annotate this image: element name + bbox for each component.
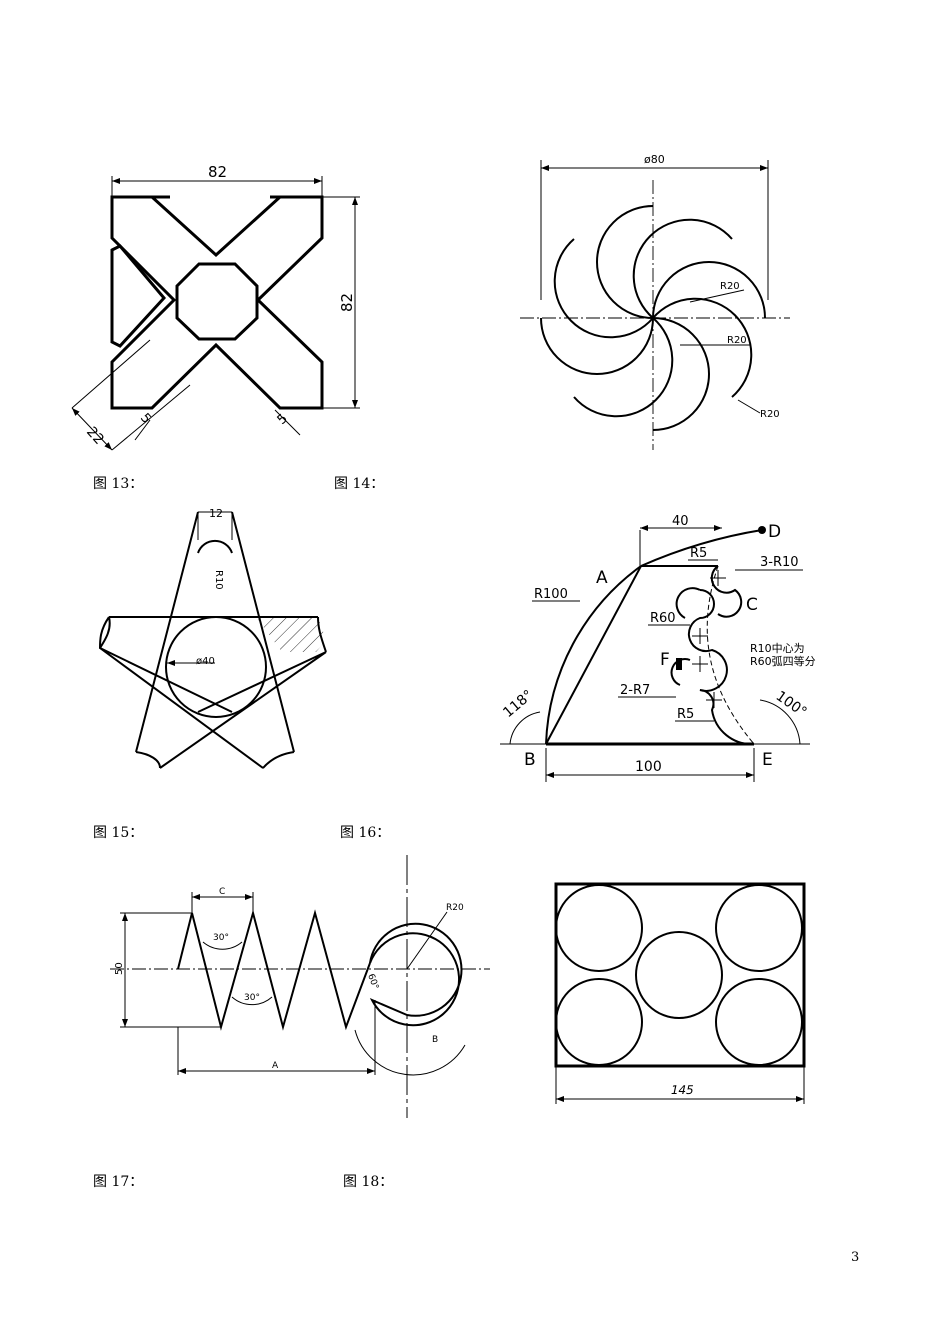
- circle-bottom-right: [715, 978, 803, 1066]
- label-2r7: 2-R7: [620, 683, 650, 698]
- page-number: 3: [851, 1250, 860, 1265]
- label-r5b: R5: [677, 707, 694, 722]
- dim-c-label: C: [219, 887, 225, 897]
- outer-rectangle: [554, 882, 806, 1068]
- angle-100-label: 100°: [773, 688, 810, 720]
- label-3r10: 3-R10: [760, 555, 799, 570]
- dim-b-label: B: [432, 1035, 438, 1045]
- ext-line: [71, 339, 151, 409]
- note-line-2: R60弧四等分: [750, 654, 816, 668]
- dim-5-right-line: [274, 409, 301, 436]
- figure-15: 12 R10 ø40: [98, 507, 327, 769]
- label-r20-2: R20: [727, 335, 747, 346]
- dim-40-label: 40: [672, 514, 689, 529]
- label-E: E: [762, 750, 773, 770]
- x-cross-outline: [110, 195, 324, 410]
- caption-fig17: 图 17：: [93, 1174, 144, 1190]
- angle-60-label: 60°: [365, 973, 380, 991]
- label-r20: R20: [446, 903, 464, 913]
- cross-marks: [692, 570, 726, 708]
- dim-height-label: 82: [338, 293, 356, 312]
- inscribed-circle: [165, 616, 267, 718]
- label-r20-1: R20: [720, 281, 740, 292]
- arc-AD: [640, 529, 763, 567]
- point-D: [758, 526, 766, 534]
- angle-arc-100: [759, 699, 801, 745]
- angle-arc-30b: [231, 996, 273, 1006]
- spring-end-arc: [369, 932, 461, 1027]
- label-r10: R10: [213, 570, 224, 590]
- label-D: D: [768, 522, 781, 542]
- octagon-hole: [175, 262, 259, 341]
- arc-R60-center: [706, 565, 755, 745]
- hatched-star-region: [256, 617, 326, 652]
- leader-r20: [406, 911, 448, 970]
- spring-end-circle: [369, 922, 463, 1017]
- figure-13: 82 82 22 5 5: [71, 163, 360, 451]
- caption-fig18: 图 18：: [343, 1174, 394, 1190]
- label-r100: R100: [534, 587, 568, 602]
- figure-14: ø80 R20 R20 R20: [520, 153, 790, 450]
- dim-22-line: [71, 407, 113, 451]
- wavy-right-edge: [687, 565, 755, 746]
- circle-bottom-left: [555, 978, 643, 1066]
- edge-BA: [545, 565, 642, 745]
- angle-118-label: 118°: [500, 687, 536, 721]
- point-F-mark: [676, 658, 682, 670]
- dim-width-label: 82: [208, 163, 227, 181]
- arc-dim-b: [354, 1029, 466, 1076]
- caption-fig16: 图 16：: [340, 825, 391, 841]
- leader-r20-1: [689, 289, 745, 303]
- figure-17: 50 C 30° 30° A B R20 60°: [110, 855, 490, 1118]
- dim-22-label: 22: [83, 424, 107, 448]
- dim-a-label: A: [272, 1061, 279, 1071]
- label-C: C: [746, 595, 758, 615]
- dim-50-label: 50: [114, 962, 125, 975]
- circle-top-left: [555, 884, 643, 972]
- leader-r20-3: [737, 399, 761, 414]
- dim-5-right-label: 5: [275, 411, 291, 428]
- note-line-1: R10中心为: [750, 642, 805, 655]
- caption-fig14: 图 14：: [334, 476, 385, 492]
- dim-5-left-line: [134, 419, 151, 441]
- x-cross-inner-left-step: [110, 244, 166, 348]
- label-r60: R60: [650, 611, 676, 626]
- label-dia40: ø40: [196, 656, 215, 667]
- figure-18: 145: [554, 882, 806, 1104]
- circle-top-right: [715, 884, 803, 972]
- caption-fig13: 图 13：: [93, 476, 144, 492]
- dim-5-left-label: 5: [137, 411, 154, 427]
- dim-145-label: 145: [669, 1083, 695, 1097]
- circle-center: [635, 931, 723, 1019]
- ext-line: [111, 384, 191, 451]
- label-B: B: [524, 750, 536, 770]
- label-A: A: [596, 568, 608, 588]
- dim-dia-label: ø80: [644, 153, 665, 166]
- zigzag: [177, 909, 371, 1031]
- angle-arc-30a: [202, 941, 243, 950]
- arc-R100: [545, 565, 642, 745]
- dim-12-label: 12: [209, 507, 223, 520]
- angle-arc-118: [509, 711, 541, 745]
- label-r5a: R5: [690, 546, 707, 561]
- small-bumps: [670, 587, 701, 686]
- caption-fig15: 图 15：: [93, 825, 144, 841]
- angle-30a-label: 30°: [213, 933, 229, 943]
- angle-30b-label: 30°: [244, 993, 260, 1003]
- figure-16: 40 100 118° 100° A B C D E F R5 3-R10 R: [500, 514, 816, 782]
- dim-100-label: 100: [635, 759, 662, 775]
- label-F: F: [660, 650, 670, 670]
- flower-petals: [540, 205, 766, 431]
- label-r20-3: R20: [760, 409, 780, 420]
